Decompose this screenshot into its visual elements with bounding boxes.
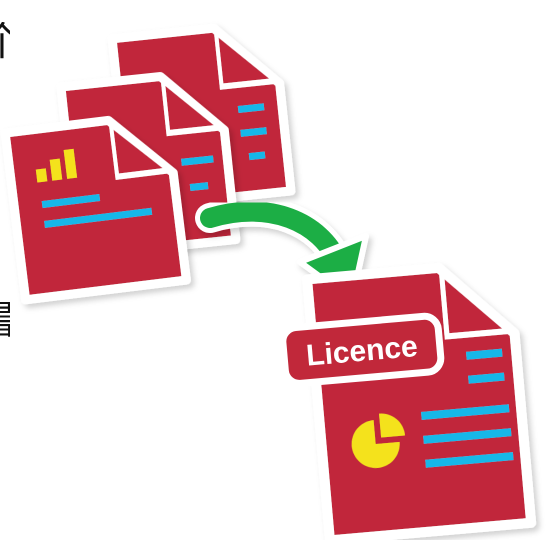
- document-fold-inner: [444, 279, 503, 334]
- text-line: [423, 428, 512, 444]
- text-line: [240, 127, 267, 137]
- pie-chart-icon: [351, 413, 406, 469]
- text-line: [237, 103, 265, 113]
- licence-document-icon: [302, 262, 537, 540]
- text-line: [421, 404, 510, 420]
- document-fold-inner: [165, 86, 214, 130]
- text-line: [41, 194, 101, 209]
- bar-chart-icon: [35, 148, 78, 183]
- document-fold-inner: [113, 129, 163, 174]
- text-line: [468, 372, 505, 384]
- document-fold-inner: [218, 37, 270, 84]
- text-line: [248, 151, 266, 161]
- text-line: [181, 155, 214, 166]
- licence-document: [302, 262, 537, 540]
- text-line: [44, 207, 153, 228]
- source-document-front: [0, 115, 191, 305]
- text-line: [189, 182, 209, 191]
- text-line: [425, 452, 514, 468]
- edge-glyph-top: 个: [0, 22, 10, 92]
- edge-glyph-middle: 書: [0, 300, 10, 380]
- text-line: [465, 348, 503, 360]
- licence-badge: Licence: [279, 312, 445, 387]
